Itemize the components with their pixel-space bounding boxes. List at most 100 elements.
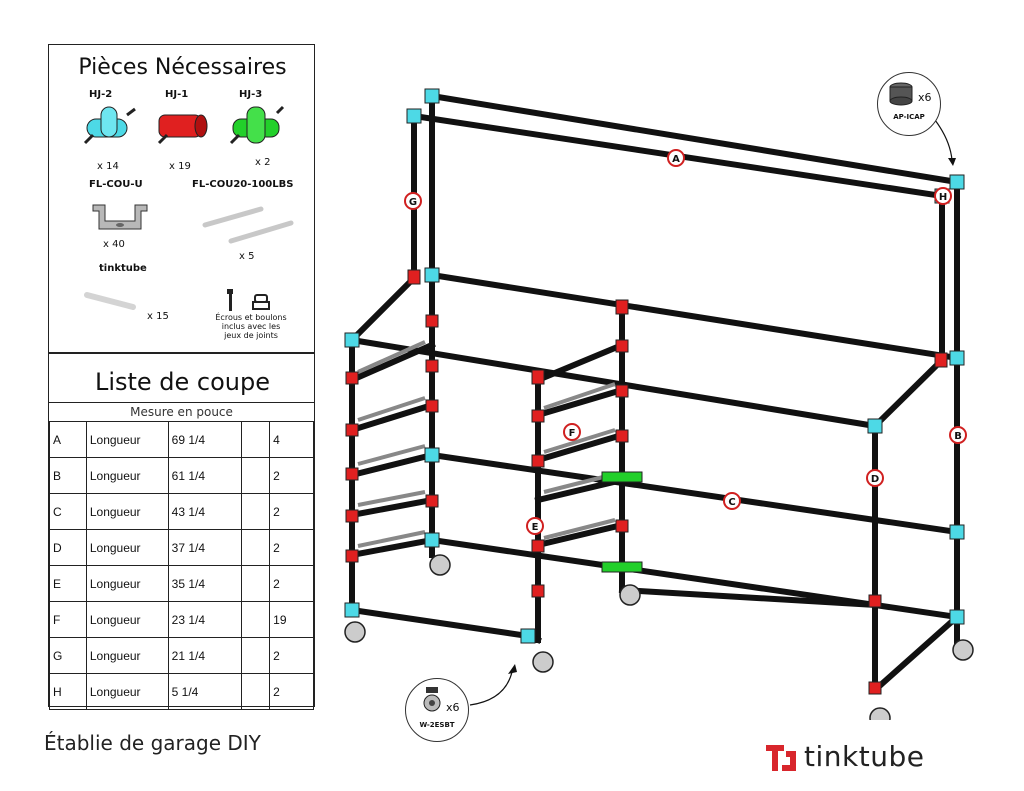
cut-cell-label: Longueur — [85, 601, 169, 638]
cut-cell-length: 69 1/4 — [167, 421, 243, 458]
cut-list-title: Liste de coupe — [94, 368, 271, 396]
marker-d: D — [871, 474, 879, 485]
cut-cell-label: Longueur — [85, 421, 169, 458]
hj1-joints — [345, 269, 948, 695]
cut-cell-extra — [241, 565, 271, 602]
cut-cell-extra — [241, 601, 271, 638]
cut-cell-length: 43 1/4 — [167, 493, 243, 530]
part-code-tinktube: tinktube — [99, 263, 147, 274]
cut-cell-id: D — [49, 529, 87, 566]
cut-cell-extra — [241, 637, 271, 674]
end-cap-icon — [889, 82, 913, 106]
frame-tubes — [347, 92, 962, 695]
cut-cell-extra — [241, 529, 271, 566]
hardware-note: Écrous et boulons inclus avec les jeux d… — [215, 313, 287, 340]
bolt-nut-icon — [227, 289, 270, 311]
marker-h: H — [939, 192, 947, 203]
cut-cell-qty: 2 — [269, 637, 314, 674]
hj3-joint-icon — [229, 105, 285, 145]
part-qty-hj2: x 14 — [97, 161, 119, 172]
cut-cell-label: Longueur — [85, 493, 169, 530]
cut-cell-length: 23 1/4 — [167, 601, 243, 638]
parts-title: Pièces Nécessaires — [78, 55, 287, 80]
cut-cell-label: Longueur — [85, 565, 169, 602]
cut-cell-id: H — [49, 673, 87, 710]
brand-name: tinktube — [804, 740, 925, 773]
part-qty-flcouu: x 40 — [103, 239, 125, 250]
cut-cell-extra — [241, 421, 271, 458]
marker-b: B — [954, 431, 962, 442]
cut-cell-id: E — [49, 565, 87, 602]
cut-cell-label: Longueur — [85, 529, 169, 566]
caster-code: W-2ESBT — [419, 721, 455, 729]
cut-cell-label: Longueur — [85, 673, 169, 710]
cut-cell-qty: 2 — [269, 673, 314, 710]
marker-c: C — [728, 497, 735, 508]
cut-cell-label: Longueur — [85, 637, 169, 674]
end-cap-callout: x6 AP-ICAP — [877, 72, 941, 136]
cut-cell-label: Longueur — [85, 457, 169, 494]
cut-cell-length: 35 1/4 — [167, 565, 243, 602]
part-code-hj2: HJ-2 — [89, 89, 113, 100]
part-qty-flcou20: x 5 — [239, 251, 255, 262]
caster-callout: x6 W-2ESBT — [405, 678, 469, 742]
tinktube-logo-icon — [766, 745, 796, 771]
part-qty-tinktube: x 15 — [147, 311, 169, 322]
cut-cell-extra — [241, 493, 271, 530]
part-markers — [404, 149, 967, 535]
caster-wheels — [344, 554, 974, 720]
hj2-joint-icon — [83, 106, 136, 145]
part-code-flcou20: FL-COU20-100LBS — [192, 179, 294, 190]
caster-icon — [423, 687, 441, 712]
cut-cell-length: 37 1/4 — [167, 529, 243, 566]
unit-note: Mesure en pouce — [49, 402, 314, 422]
marker-e: E — [532, 522, 539, 533]
part-qty-hj1: x 19 — [169, 161, 191, 172]
cut-cell-extra — [241, 457, 271, 494]
drawer-slides — [357, 340, 616, 548]
cut-cell-qty: 2 — [269, 529, 314, 566]
cut-cell-qty: 19 — [269, 601, 314, 638]
part-code-flcouu: FL-COU-U — [89, 179, 143, 190]
part-code-hj3: HJ-3 — [239, 89, 263, 100]
slide-rail-icon — [202, 206, 294, 244]
caption: Établie de garage DIY — [44, 731, 261, 755]
cut-cell-qty: 2 — [269, 493, 314, 530]
caster-qty: x6 — [446, 701, 460, 714]
cut-cell-qty: 4 — [269, 421, 314, 458]
part-qty-hj3: x 2 — [255, 157, 271, 168]
cut-cell-extra — [241, 673, 271, 710]
hj3-joints — [601, 471, 643, 573]
cut-cell-id: B — [49, 457, 87, 494]
marker-g: G — [409, 197, 417, 208]
cut-cell-id: G — [49, 637, 87, 674]
part-code-hj1: HJ-1 — [165, 89, 189, 100]
tube-icon — [84, 292, 136, 310]
cut-cell-qty: 2 — [269, 565, 314, 602]
end-cap-code: AP-ICAP — [893, 113, 925, 121]
cut-cell-length: 61 1/4 — [167, 457, 243, 494]
parts-panel: Pièces Nécessaires HJ-2 x 14 HJ-1 x 19 H… — [48, 44, 315, 353]
workbench-diagram: A B C D E F G H — [344, 88, 974, 720]
cut-cell-length: 21 1/4 — [167, 637, 243, 674]
cut-cell-length: 5 1/4 — [167, 673, 243, 710]
marker-a: A — [672, 154, 680, 165]
cut-cell-qty: 2 — [269, 457, 314, 494]
hj1-joint-icon — [157, 114, 208, 145]
marker-f: F — [569, 428, 576, 439]
u-bracket-icon — [92, 204, 148, 230]
cut-cell-id: F — [49, 601, 87, 638]
cut-cell-id: C — [49, 493, 87, 530]
cut-cell-id: A — [49, 421, 87, 458]
end-cap-qty: x6 — [918, 91, 932, 104]
